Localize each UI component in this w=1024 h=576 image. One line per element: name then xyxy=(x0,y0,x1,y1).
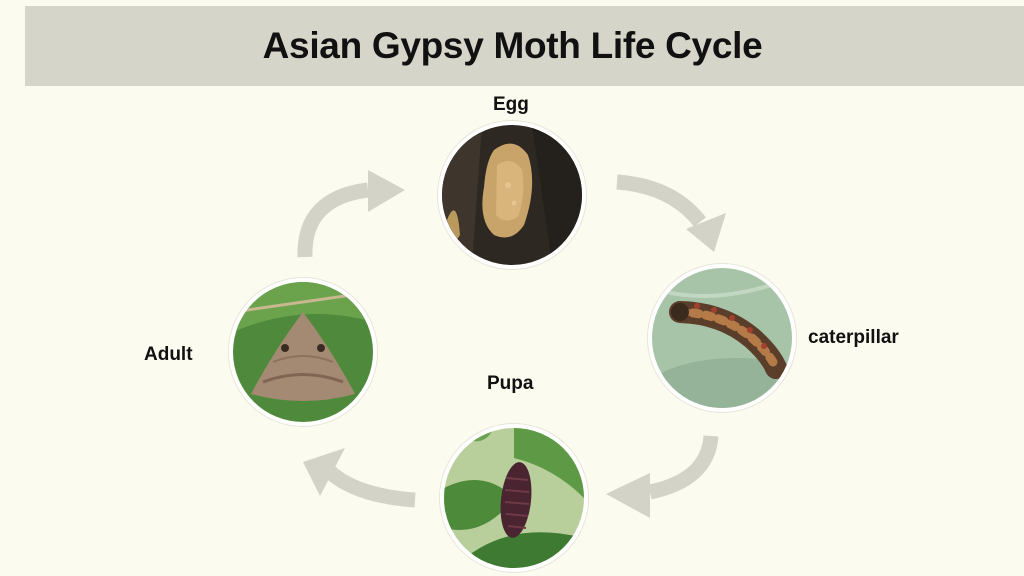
arrow-head-top-left xyxy=(368,170,405,212)
title-bar: Asian Gypsy Moth Life Cycle xyxy=(25,6,1024,86)
egg-mass-image xyxy=(442,125,582,265)
adult-photo xyxy=(229,278,377,426)
adult-moth-image xyxy=(233,282,373,422)
stage-label-adult: Adult xyxy=(144,344,193,365)
stage-label-egg: Egg xyxy=(493,94,529,115)
arrow-head-bottom-right xyxy=(606,473,650,518)
arrow-caterpillar-to-pupa xyxy=(648,435,719,500)
arrow-head-top-right xyxy=(686,213,726,252)
page-title: Asian Gypsy Moth Life Cycle xyxy=(262,25,763,66)
arrow-adult-to-egg xyxy=(297,182,370,258)
caterpillar-photo xyxy=(648,264,796,412)
egg-photo xyxy=(438,121,586,269)
pupa-image xyxy=(444,428,584,568)
stage-label-pupa: Pupa xyxy=(487,373,534,394)
caterpillar-image xyxy=(652,268,792,408)
arrow-pupa-to-adult xyxy=(325,466,416,508)
arrow-head-bottom-left xyxy=(303,448,345,496)
stage-label-caterpillar: caterpillar xyxy=(808,327,899,348)
pupa-photo xyxy=(440,424,588,572)
arrow-egg-to-caterpillar xyxy=(616,174,706,227)
